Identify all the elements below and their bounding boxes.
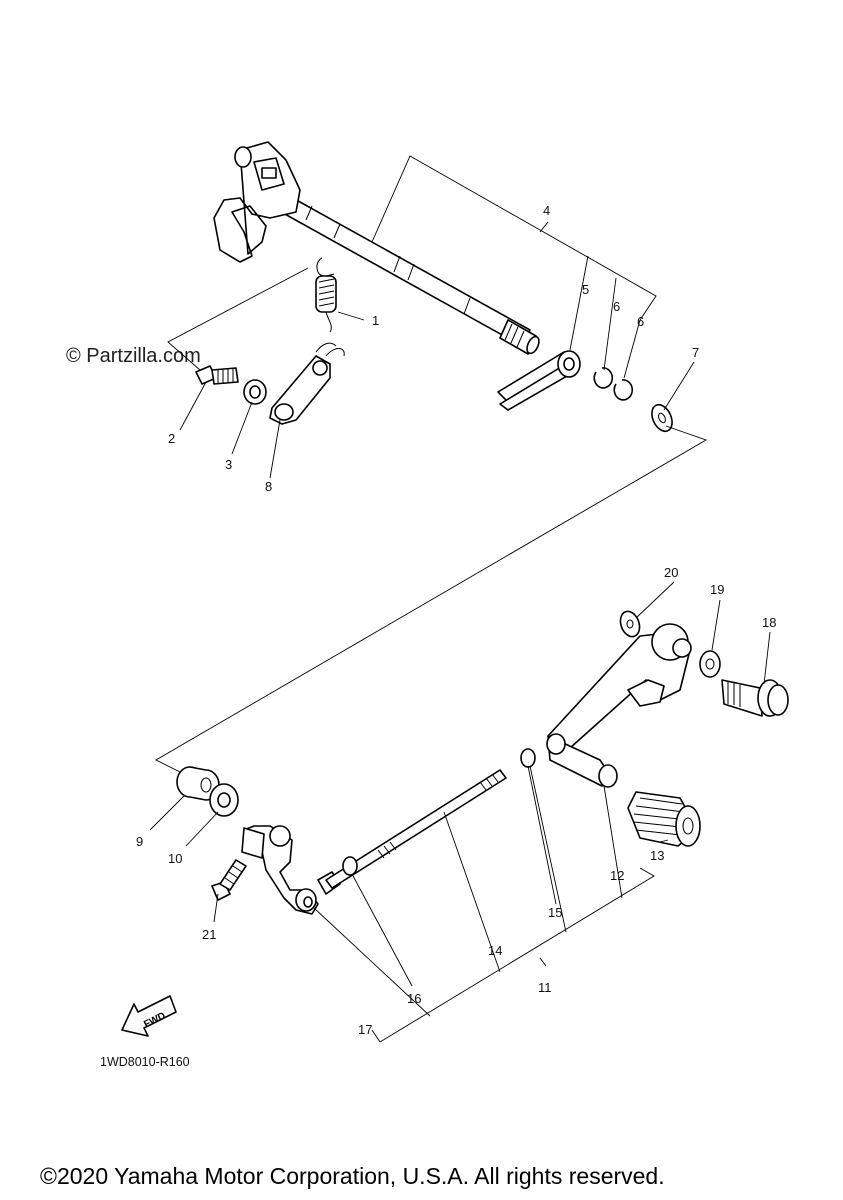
callout-7: 7: [692, 345, 699, 360]
shift-rod-part: [317, 748, 536, 895]
callout-21: 21: [202, 927, 216, 942]
callout-10: 10: [168, 851, 182, 866]
callout-8: 8: [265, 479, 272, 494]
seal-part: [651, 403, 673, 433]
stopper-lever-part: [269, 342, 345, 425]
bolt-21-part: [211, 859, 247, 901]
copyright-text: ©2020 Yamaha Motor Corporation, U.S.A. A…: [40, 1163, 665, 1189]
callout-3: 3: [225, 457, 232, 472]
callout-11: 11: [538, 980, 552, 995]
collar-part: [497, 350, 581, 411]
washer-part: [243, 379, 267, 405]
callout-12: 12: [610, 868, 624, 883]
callout-4: 4: [543, 203, 550, 218]
circlip-part: [593, 367, 634, 401]
callout-6a: 6: [613, 299, 620, 314]
fwd-arrow-icon: FWD: [121, 995, 177, 1037]
watermark-text: © Partzilla.com: [66, 345, 201, 367]
callout-2: 2: [168, 431, 175, 446]
bolt-part: [195, 365, 239, 385]
shift-arm-part: [241, 825, 319, 915]
callout-13: 13: [650, 848, 664, 863]
shift-pedal-part: [546, 623, 692, 788]
washer-19-part: [699, 650, 721, 678]
connector-lines: [155, 155, 708, 773]
shift-shaft-part: [213, 141, 540, 355]
callout-1: 1: [372, 313, 379, 328]
washer-10-part: [209, 783, 239, 817]
callout-16: 16: [407, 991, 421, 1006]
callout-9: 9: [136, 834, 143, 849]
leader-lines: [149, 311, 771, 987]
callout-14: 14: [488, 943, 502, 958]
washer-20-part: [619, 610, 641, 638]
callout-17: 17: [358, 1022, 372, 1037]
callout-18: 18: [762, 615, 776, 630]
callout-15: 15: [548, 905, 562, 920]
diagram-code: 1WD8010-R160: [100, 1055, 190, 1069]
footpeg-rubber-part: [627, 791, 701, 847]
pivot-bolt-part: [721, 679, 789, 717]
assembly-bracket-lines: [313, 765, 655, 1043]
callout-5: 5: [582, 282, 589, 297]
callout-19: 19: [710, 582, 724, 597]
return-spring-part: [315, 257, 337, 333]
callout-labels: 1 2 3 4 5 6 6 7 8 9 10 11 12 13 14 15 16…: [136, 203, 776, 1037]
callout-6b: 6: [637, 314, 644, 329]
callout-20: 20: [664, 565, 678, 580]
